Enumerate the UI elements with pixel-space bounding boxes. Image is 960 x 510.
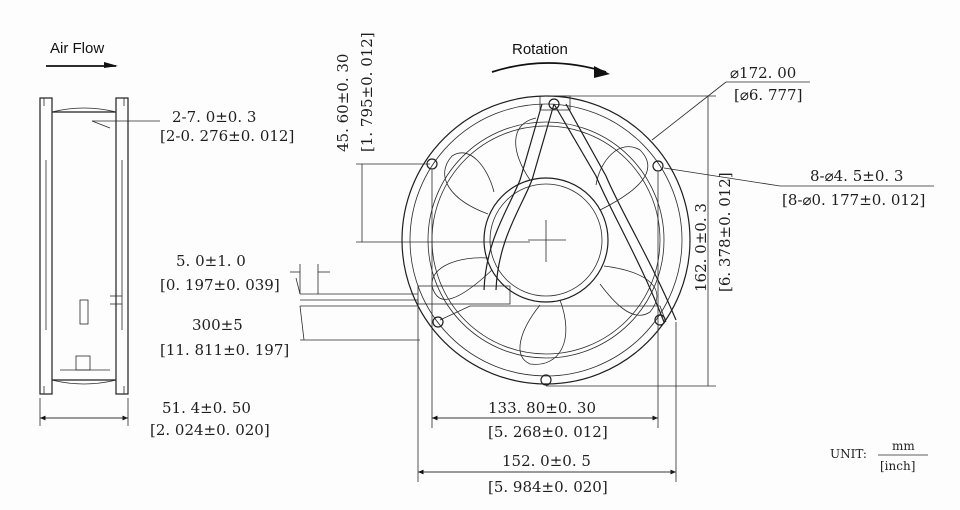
hole-span-mm: 133. 80±0. 30 — [488, 399, 596, 417]
frame-tab-mm: 2-7. 0±0. 3 — [172, 108, 256, 126]
air-flow-label: Air Flow — [50, 40, 104, 57]
wire-leads — [295, 277, 418, 341]
holes-mm: 8-⌀4. 5±0. 3 — [810, 167, 903, 185]
depth-inch: [2. 024±0. 020] — [150, 421, 270, 439]
width-mm: 152. 0±0. 5 — [502, 452, 591, 470]
rotation-label: Rotation — [512, 41, 568, 58]
unit-denominator: [inch] — [880, 459, 915, 473]
wire-gap-mm: 5. 0±1. 0 — [176, 252, 246, 270]
hole-span-inch: [5. 268±0. 012] — [488, 423, 608, 441]
fan-front-view — [401, 95, 691, 386]
height-offset-inch: [1. 795±0. 012] — [358, 32, 376, 152]
rotation-arrow — [491, 62, 607, 73]
unit-numerator: mm — [892, 439, 915, 453]
wire-length-mm: 300±5 — [192, 316, 243, 334]
vertical-span-mm: 162. 0±0. 3 — [692, 203, 710, 292]
fan-side-view — [39, 97, 129, 395]
wire-length-inch: [11. 811±0. 197] — [160, 341, 289, 359]
depth-mm: 51. 4±0. 50 — [162, 399, 251, 417]
diameter-inch: [⌀6. 777] — [734, 86, 802, 104]
height-offset-mm: 45. 60±0. 30 — [334, 54, 352, 152]
diameter-mm: ⌀172. 00 — [730, 64, 796, 82]
frame-tab-inch: [2-0. 276±0. 012] — [160, 127, 294, 145]
vertical-span-inch: [6. 378±0. 012] — [716, 172, 734, 292]
holes-inch: [8-⌀0. 177±0. 012] — [782, 191, 925, 209]
width-inch: [5. 984±0. 020] — [488, 478, 608, 496]
unit-prefix: UNIT: — [830, 447, 867, 461]
wire-gap-inch: [0. 197±0. 039] — [160, 276, 280, 294]
